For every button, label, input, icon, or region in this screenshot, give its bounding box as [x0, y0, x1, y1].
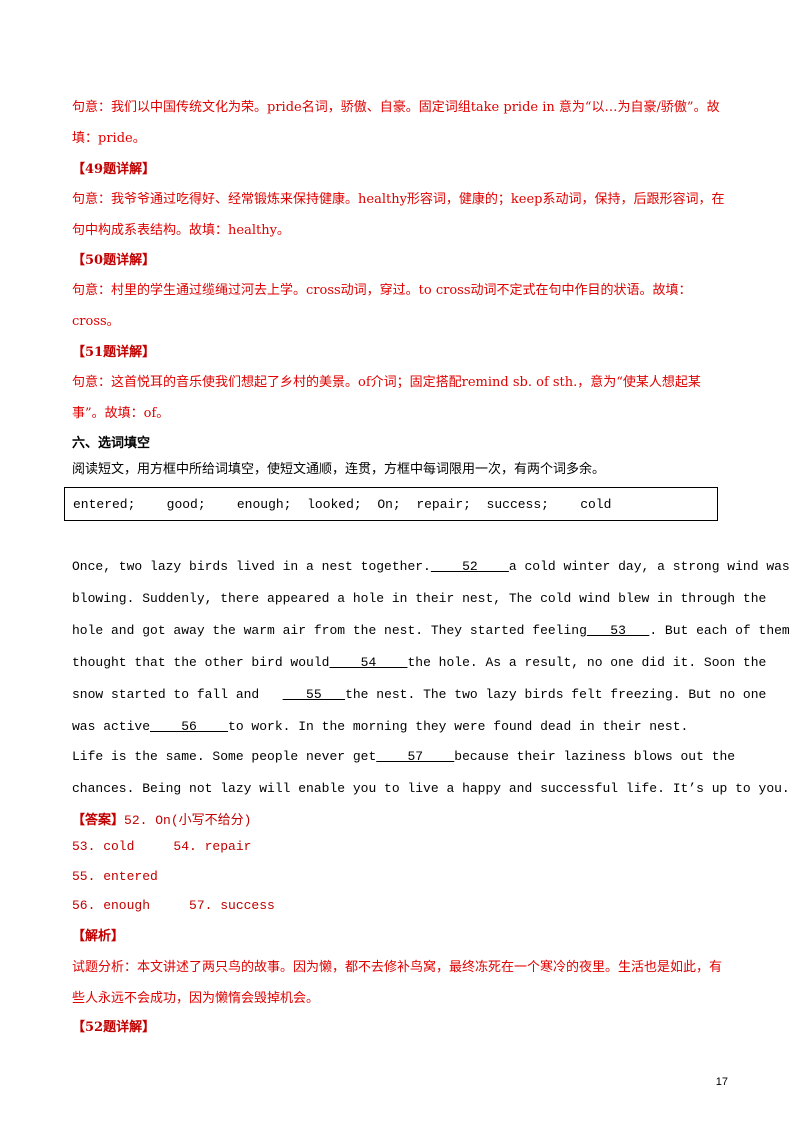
answer-label: 【答案】: [72, 813, 125, 828]
word-option: cold: [580, 496, 612, 512]
heading-52: 【52题详解】: [72, 1020, 156, 1035]
paragraph-48-meaning: 句意：我们以中国传统文化为荣。pride名词，骄傲、自豪。固定词组take pr…: [72, 100, 720, 146]
passage-line: was active 56 to work. In the morning th…: [72, 719, 689, 734]
answer-52: 【答案】52. On(小写不给分): [72, 813, 252, 828]
heading-51: 【51题详解】: [72, 345, 156, 360]
answer-53-54: 53. cold 54. repair: [72, 839, 252, 854]
analysis-text: 试题分析：本文讲述了两只鸟的故事。因为懒，都不去修补鸟窝，最终冻死在一个寒冷的夜…: [72, 960, 723, 1006]
blank-54: 54: [329, 655, 408, 670]
passage-line: hole and got away the warm air from the …: [72, 623, 790, 638]
heading-50: 【50题详解】: [72, 253, 156, 268]
analysis-label: 【解析】: [72, 929, 125, 944]
word-option: success;: [486, 496, 549, 512]
word-option: good;: [166, 496, 206, 512]
blank-52: 52: [430, 559, 509, 574]
paragraph-51: 句意：这首悦耳的音乐使我们想起了乡村的美景。of介词；固定搭配remind sb…: [72, 375, 701, 421]
blank-57: 57: [376, 749, 455, 764]
paragraph-49: 句意：我爷爷通过吃得好、经常锻炼来保持健康。healthy形容词，健康的；kee…: [72, 192, 725, 238]
section6-instructions: 阅读短文，用方框中所给词填空，使短文通顺，连贯，方框中每词限用一次，有两个词多余…: [72, 462, 606, 477]
passage-line: blowing. Suddenly, there appeared a hole…: [72, 591, 767, 606]
page-number: 17: [715, 1076, 728, 1088]
paragraph-50: 句意：村里的学生通过缆绳过河去上学。cross动词，穿过。to cross动词不…: [72, 283, 692, 329]
heading-49: 【49题详解】: [72, 162, 156, 177]
word-option: On;: [377, 496, 401, 512]
passage-line: thought that the other bird would 54 the…: [72, 655, 767, 670]
blank-56: 56: [150, 719, 229, 734]
passage-line: Once, two lazy birds lived in a nest tog…: [72, 559, 790, 574]
answer-55: 55. entered: [72, 869, 158, 884]
word-option: looked;: [307, 496, 362, 512]
word-box: entered; good; enough; looked; On; repai…: [64, 487, 718, 521]
blank-53: 53: [586, 623, 650, 638]
answer-56-57: 56. enough 57. success: [72, 898, 275, 913]
passage-line: snow started to fall and 55 the nest. Th…: [72, 687, 767, 702]
word-option: entered;: [73, 496, 136, 512]
passage-line: Life is the same. Some people never get …: [72, 749, 736, 764]
section6-title: 六、选词填空: [72, 436, 151, 451]
passage-line: chances. Being not lazy will enable you …: [72, 781, 790, 796]
word-option: repair;: [416, 496, 471, 512]
word-option: enough;: [236, 496, 292, 512]
blank-55: 55: [282, 687, 346, 702]
